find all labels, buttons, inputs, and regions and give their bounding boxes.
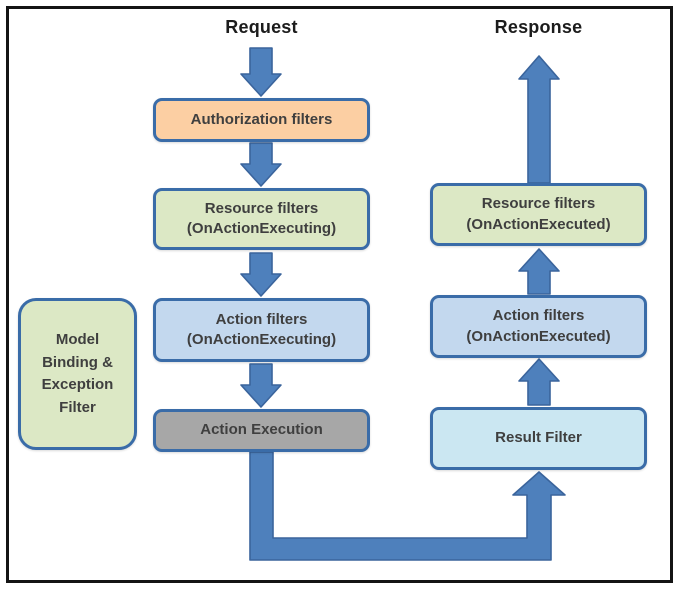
request-down-arrow — [240, 47, 282, 97]
model-binding-exception-filter-label: Model Binding & Exception Filter — [41, 331, 114, 416]
execution-to-result-elbow-arrow — [249, 451, 566, 561]
action-execution-label: Action Execution — [200, 421, 323, 439]
request-heading: Request — [225, 17, 298, 37]
action-filters-executing-box: Action filters (OnActionExecuting) — [153, 298, 370, 362]
response-heading: Response — [494, 17, 583, 37]
resource-to-action-arrow — [240, 252, 282, 297]
action-execution-box: Action Execution — [153, 409, 370, 452]
action-filters-executing-label: Action filters (OnActionExecuting) — [186, 310, 337, 348]
auth-to-resource-arrow — [240, 142, 282, 187]
resource-filters-executing-box: Resource filters (OnActionExecuting) — [153, 188, 370, 250]
diagram-border-frame — [6, 6, 673, 583]
result-filter-label: Result Filter — [495, 429, 582, 447]
authorization-filters-label: Authorization filters — [190, 110, 333, 128]
action-filters-executed-label: Action filters (OnActionExecuted) — [466, 307, 611, 345]
resource-filters-executing-label: Resource filters (OnActionExecuting) — [186, 199, 337, 237]
result-to-action-arrow — [518, 358, 560, 406]
action-to-resource-arrow-up — [518, 248, 560, 295]
authorization-filters-box: Authorization filters — [153, 98, 370, 142]
resource-filters-executed-label: Resource filters (OnActionExecuted) — [466, 195, 611, 233]
action-filters-executed-box: Action filters (OnActionExecuted) — [430, 295, 647, 358]
resource-to-response-arrow — [518, 55, 560, 184]
result-filter-box: Result Filter — [430, 407, 647, 470]
model-binding-exception-filter-box: Model Binding & Exception Filter — [18, 298, 137, 450]
resource-filters-executed-box: Resource filters (OnActionExecuted) — [430, 183, 647, 246]
action-to-execution-arrow — [240, 363, 282, 408]
